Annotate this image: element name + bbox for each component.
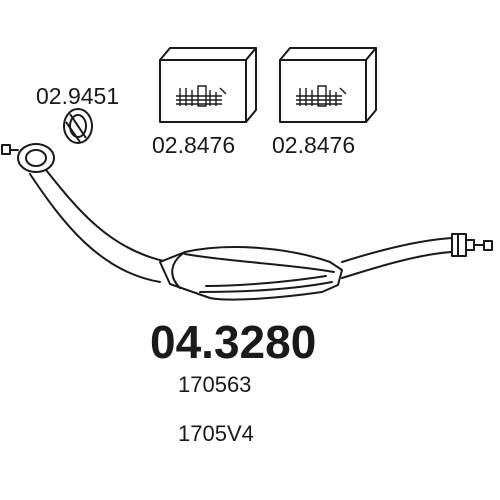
- hardware-contents-icon: [176, 85, 227, 107]
- reference-number-2: 1705V4: [178, 421, 254, 446]
- mount-kit-2-part-number: 02.8476: [272, 132, 355, 158]
- mount-kit-1-part-number: 02.8476: [152, 132, 235, 158]
- tailpipe: [341, 237, 453, 263]
- catalytic-converter-assembly: [1, 143, 493, 301]
- gasket-part-number: 02.9451: [36, 83, 119, 109]
- reference-number-1: 170563: [178, 372, 251, 397]
- main-part-number: 04.3280: [150, 316, 316, 368]
- front-connector: [1, 144, 11, 155]
- downpipe: [45, 169, 169, 263]
- mount-kit-box-2: [279, 47, 377, 123]
- hardware-contents-icon: [296, 85, 347, 107]
- rear-connector: [483, 240, 493, 251]
- mount-kit-box-1: [159, 47, 257, 123]
- gasket-ring: [63, 108, 93, 144]
- front-flange: [17, 143, 55, 173]
